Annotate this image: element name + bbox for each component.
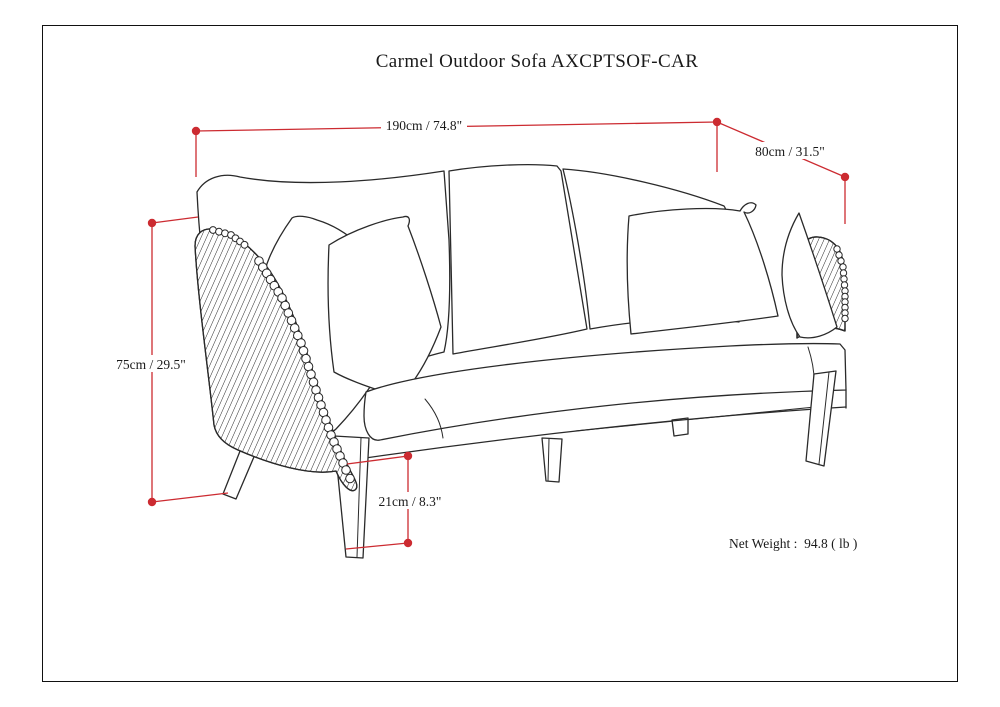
page-border (42, 25, 958, 682)
dimension-width: 190cm / 74.8" (191, 116, 722, 177)
net-weight-label: Net Weight : 94.8 ( lb ) (729, 536, 858, 551)
dimension-seat-height: 21cm / 8.3" (345, 451, 442, 550)
pillow-left-front (327, 215, 442, 398)
dimension-height: 75cm / 29.5" (113, 216, 229, 507)
pillow-right-front (626, 202, 779, 335)
product-title: Carmel Outdoor Sofa AXCPTSOF-CAR (375, 51, 699, 72)
width-dimension-label: 190cm / 74.8" (386, 118, 462, 133)
front-rail-bottom (337, 406, 847, 463)
pillow-right-back (781, 212, 838, 339)
depth-dimension-label: 80cm / 31.5" (755, 144, 825, 159)
seat-cushion (363, 342, 847, 441)
back-cushion-middle (448, 163, 588, 355)
left-arm-rope (194, 228, 358, 492)
height-dimension-label: 75cm / 29.5" (116, 357, 186, 372)
dimension-depth: 80cm / 31.5" (716, 121, 850, 224)
rear-center-leg (671, 417, 689, 437)
rope-coil-rings (209, 226, 849, 484)
sofa-drawing (194, 163, 849, 559)
seat-height-dimension-label: 21cm / 8.3" (379, 494, 442, 509)
front-center-leg (541, 437, 563, 483)
